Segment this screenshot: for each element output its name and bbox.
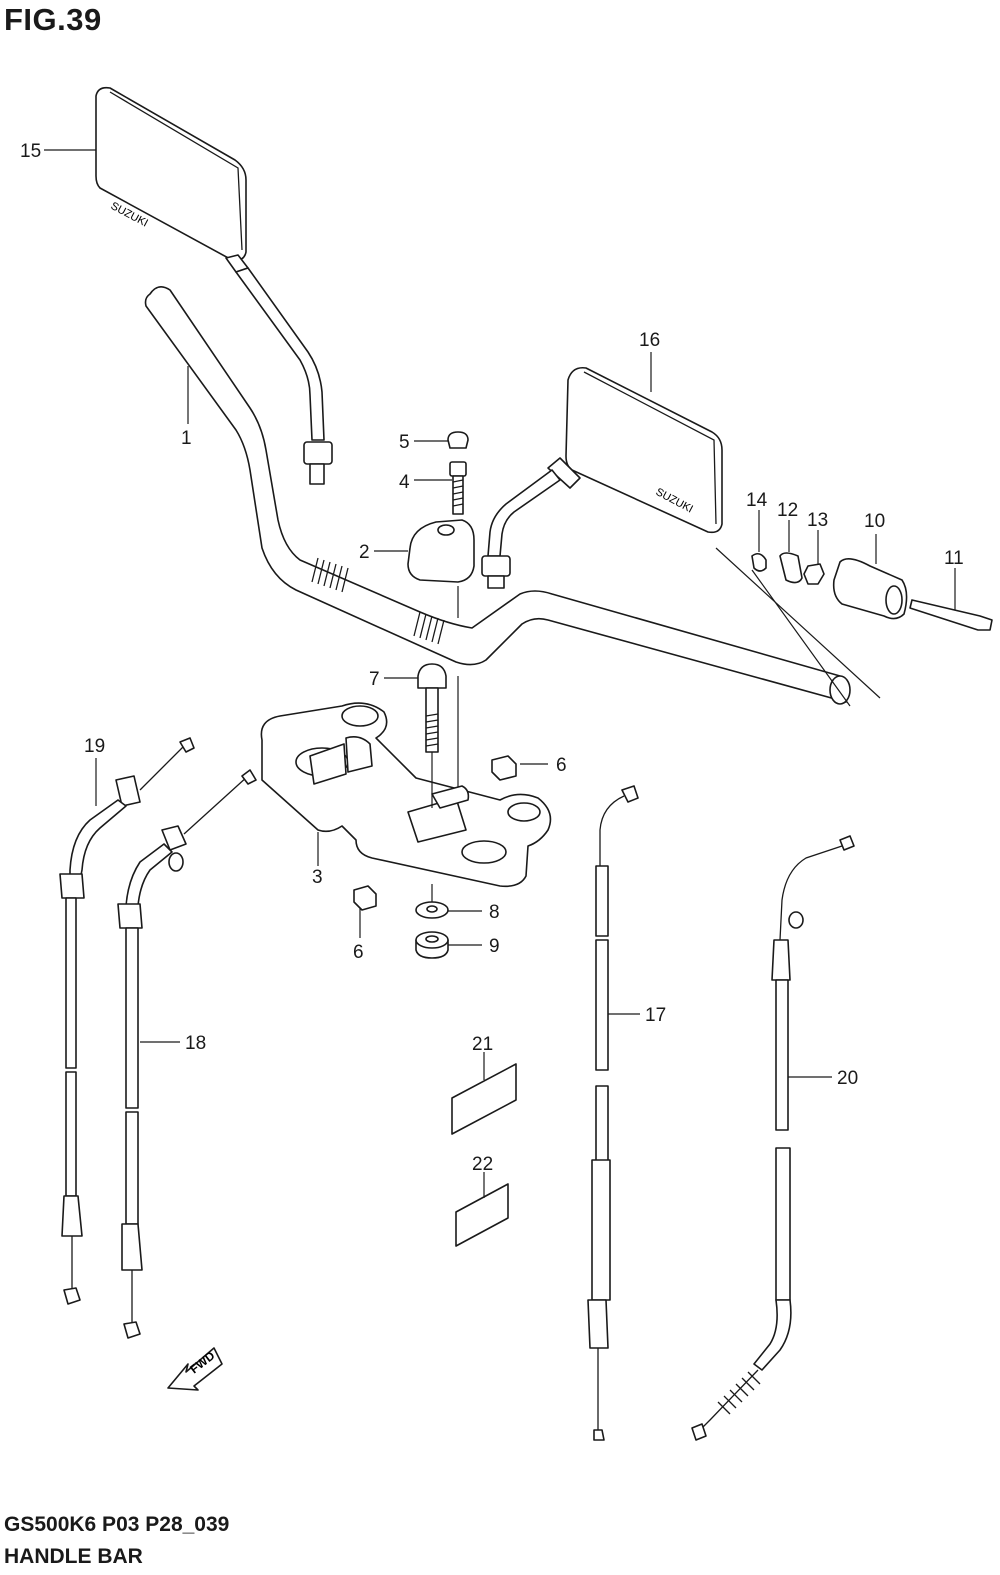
cable-19	[59, 737, 195, 1305]
callout-13: 13	[807, 510, 828, 531]
callout-2: 2	[359, 542, 370, 563]
nut-9	[415, 931, 449, 959]
forward-direction-arrow: FWD	[167, 1347, 223, 1391]
washer-8	[415, 884, 449, 919]
cushion-upper	[491, 755, 517, 781]
bolt-7	[417, 663, 447, 808]
callout-22: 22	[472, 1154, 493, 1175]
label-sticker-22	[455, 1183, 509, 1247]
callout-3: 3	[312, 867, 323, 888]
cable-17	[587, 785, 639, 1441]
callout-12: 12	[777, 500, 798, 521]
cable-20	[691, 835, 855, 1441]
callout-10: 10	[864, 511, 885, 532]
model-code: GS500K6 P03 P28_039	[4, 1513, 230, 1536]
callout-5: 5	[399, 432, 410, 453]
callout-6b: 6	[353, 942, 364, 963]
bar-end-group	[715, 547, 993, 707]
figure-number: FIG.39	[4, 2, 102, 37]
callout-7: 7	[369, 669, 380, 690]
label-sticker-21	[451, 1063, 517, 1135]
callout-6a: 6	[556, 755, 567, 776]
leader-lines	[44, 149, 956, 1198]
callout-9: 9	[489, 936, 500, 957]
lower-bracket	[260, 702, 552, 888]
callout-14: 14	[746, 490, 768, 511]
left-mirror: SUZUKI	[95, 86, 333, 485]
callout-4: 4	[399, 472, 410, 493]
section-title: HANDLE BAR	[4, 1545, 143, 1568]
cushion-lower	[353, 885, 377, 911]
callout-1: 1	[181, 428, 192, 449]
callout-20: 20	[837, 1068, 858, 1089]
cable-18	[117, 769, 257, 1339]
upper-holder-group	[407, 431, 475, 790]
callout-21: 21	[472, 1034, 493, 1055]
callout-19: 19	[84, 736, 105, 757]
callout-8: 8	[489, 902, 500, 923]
callout-11: 11	[944, 548, 964, 569]
callout-16: 16	[639, 330, 660, 351]
right-mirror: SUZUKI	[481, 366, 723, 589]
callout-18: 18	[185, 1033, 206, 1054]
handlebar	[144, 286, 851, 705]
callout-17: 17	[645, 1005, 666, 1026]
callout-15: 15	[20, 141, 41, 162]
callout-numbers: 15 1 5 4 2 16 14 12 13 10 11 7 6 3 6 8 9…	[20, 141, 964, 1175]
